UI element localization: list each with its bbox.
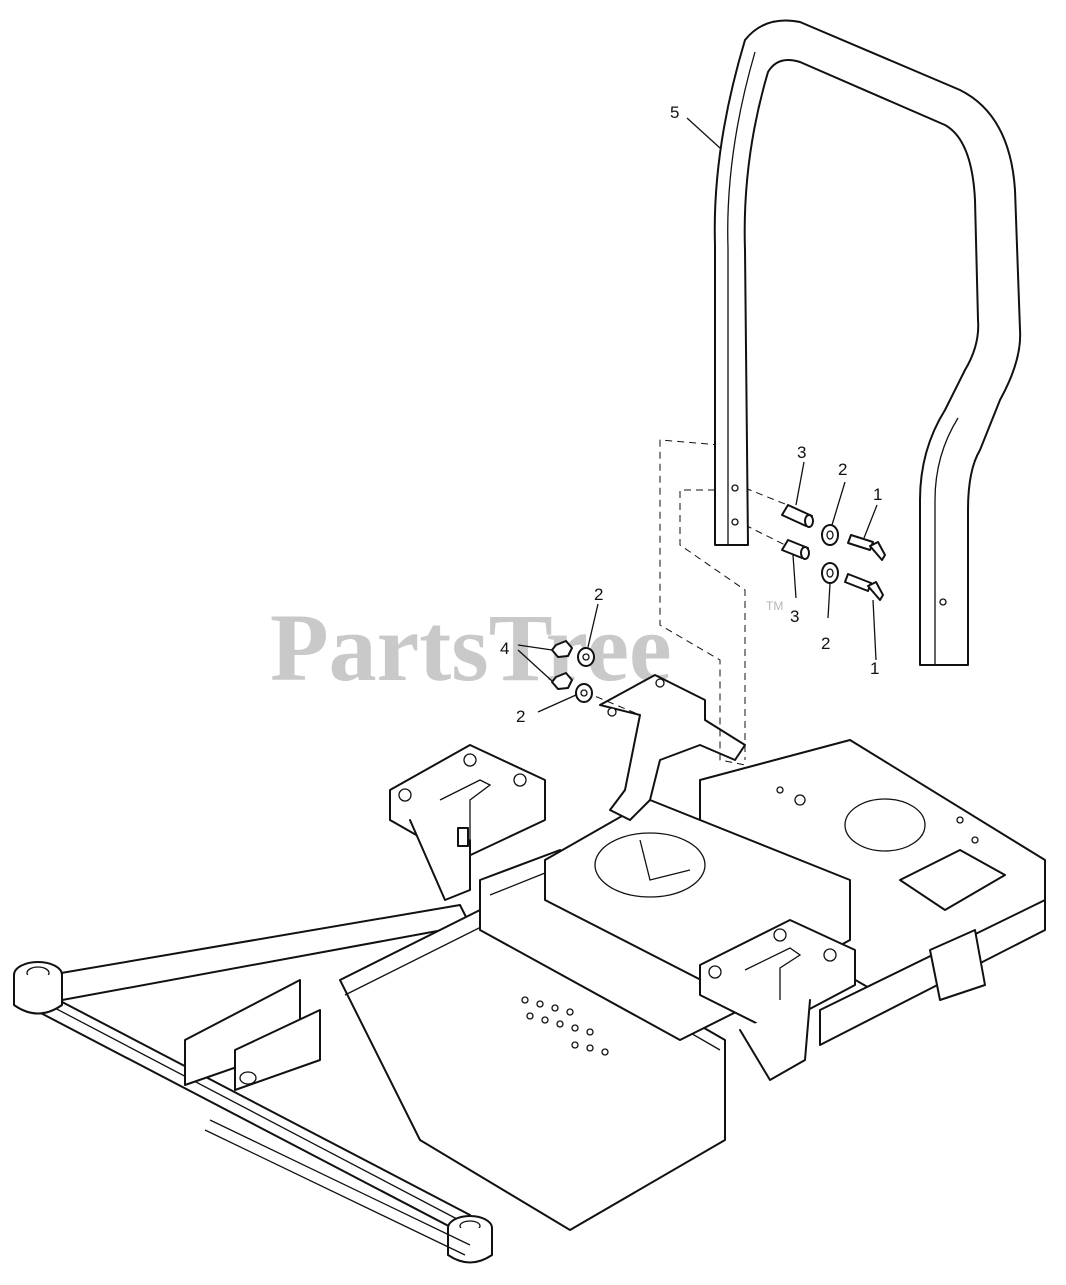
pump-opening (594, 832, 706, 898)
right-mount-bracket (699, 919, 856, 1031)
callout-leaders (517, 117, 878, 713)
watermark-trademark: TM (766, 599, 783, 613)
callout-1-lower: 1 (870, 659, 879, 678)
callout-2-left-lower: 2 (516, 707, 525, 726)
engine-shaft-hole (844, 798, 926, 852)
roll-bar-mount (599, 674, 746, 821)
mower-frame (13, 674, 1046, 1264)
callout-2-lower: 2 (821, 634, 830, 653)
callout-5: 5 (670, 103, 679, 122)
callout-4: 4 (500, 639, 509, 658)
rear-bracket (929, 929, 986, 1001)
bolt-lower (844, 573, 872, 592)
nut-lower (551, 672, 573, 690)
callout-2-left-upper: 2 (594, 585, 603, 604)
roll-over-bar (713, 19, 1022, 666)
callout-2-upper: 2 (838, 460, 847, 479)
callout-labels: 5 3 2 1 3 2 1 2 4 2 (500, 103, 882, 726)
deck-hole-pattern (521, 996, 609, 1056)
callout-1-upper: 1 (873, 485, 882, 504)
callout-3-upper: 3 (797, 443, 806, 462)
watermark: PartsTree (270, 594, 672, 701)
bolt-upper (847, 534, 874, 551)
callout-3-lower: 3 (790, 607, 799, 626)
